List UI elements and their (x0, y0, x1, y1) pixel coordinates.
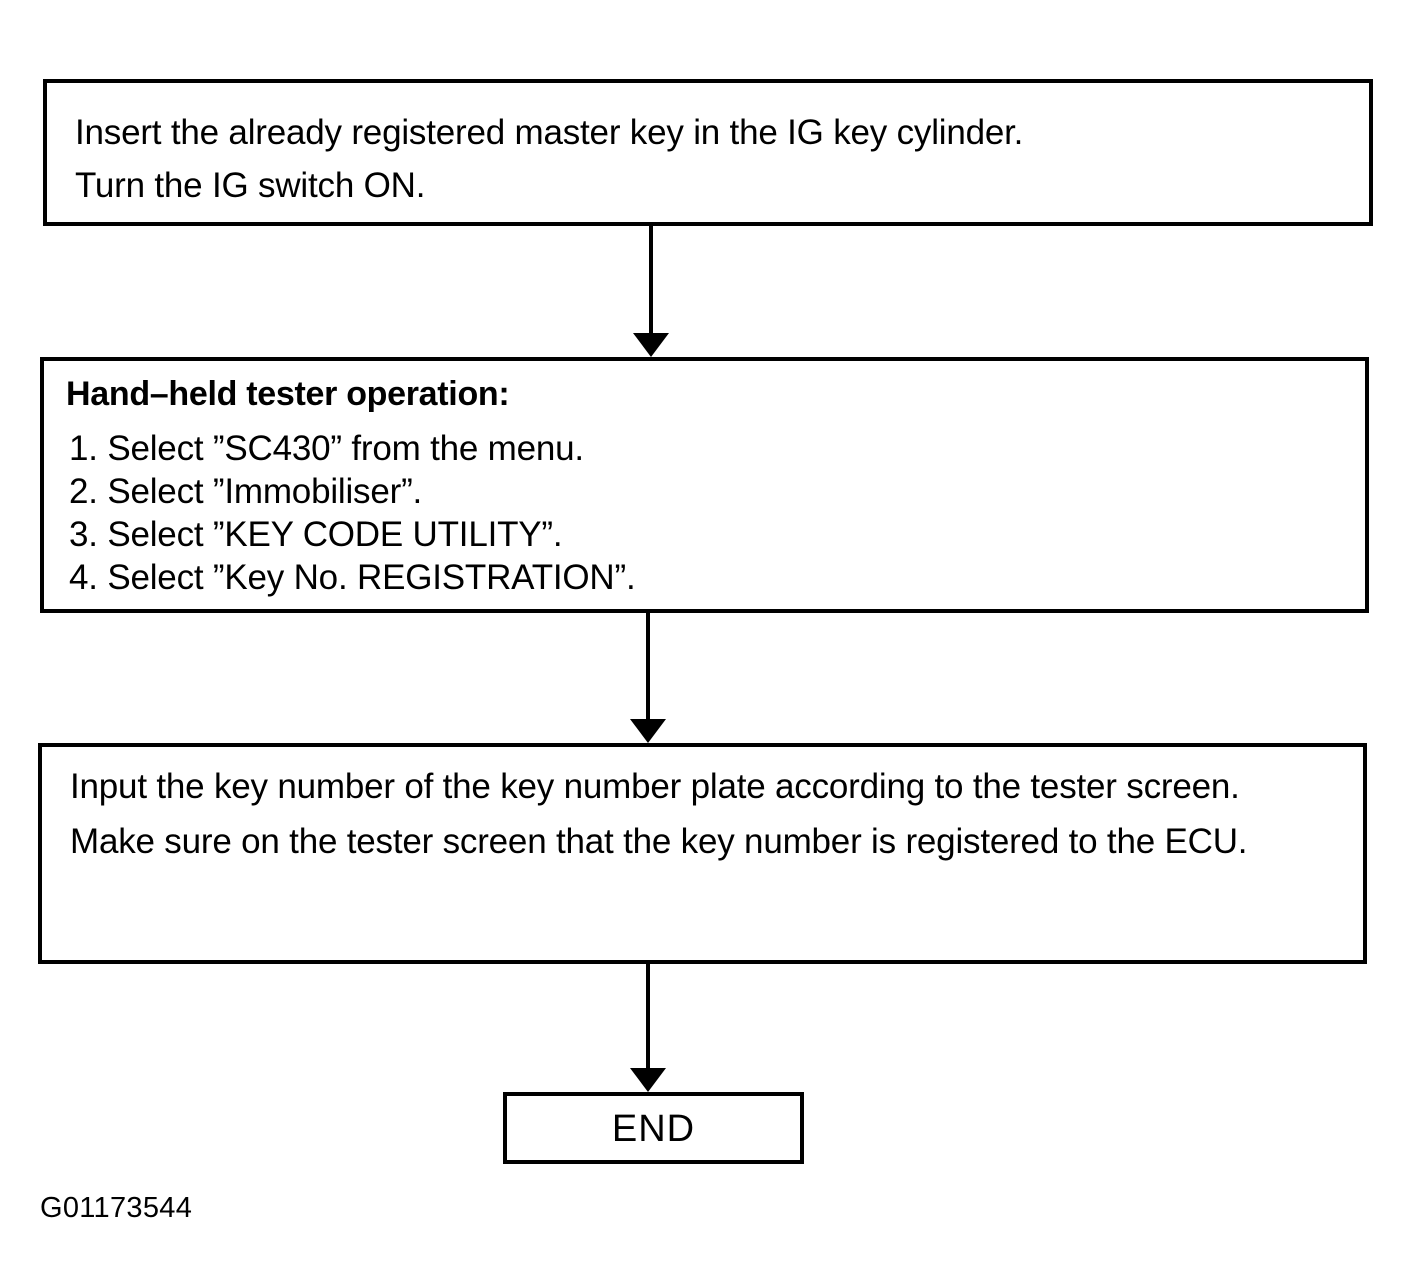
figure-id-label: G01173544 (40, 1192, 193, 1224)
arrow-tester-to-input-icon (630, 613, 666, 743)
list-item: 2. Select ”Immobiliser”. (69, 472, 423, 511)
input-key-number-step-text: Input the key number of the key number p… (70, 767, 1248, 861)
arrow-shaft (649, 226, 653, 335)
arrow-head (630, 719, 666, 743)
arrow-shaft (646, 613, 650, 721)
arrow-start-to-tester-icon (633, 226, 669, 357)
list-item: 3. Select ”KEY CODE UTILITY”. (69, 515, 563, 554)
arrow-input-to-end-icon (630, 964, 666, 1092)
arrow-head (630, 1068, 666, 1092)
hand-held-tester-operation-box: Hand–held tester operation: 1. Select ”S… (40, 357, 1369, 613)
end-terminator-box: END (503, 1092, 804, 1164)
arrow-head (633, 333, 669, 357)
input-key-number-step-box: Input the key number of the key number p… (38, 743, 1367, 964)
tester-operation-heading: Hand–held tester operation: (66, 375, 510, 413)
list-item: 1. Select ”SC430” from the menu. (69, 429, 584, 468)
insert-key-step-box: Insert the already registered master key… (43, 79, 1373, 226)
list-item: 4. Select ”Key No. REGISTRATION”. (69, 558, 636, 597)
end-label: END (611, 1108, 696, 1150)
tester-operation-step-list: 1. Select ”SC430” from the menu. 2. Sele… (69, 427, 636, 599)
arrow-shaft (646, 964, 650, 1070)
insert-key-step-text: Insert the already registered master key… (75, 113, 1024, 205)
